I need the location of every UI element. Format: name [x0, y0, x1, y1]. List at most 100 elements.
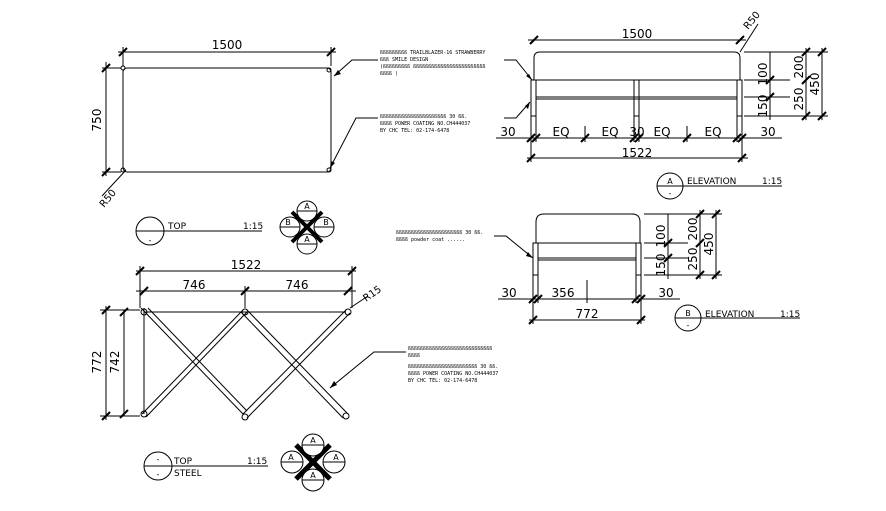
- bubble-dash: -: [687, 321, 690, 330]
- elevation-b: 100 150 200 250 450 30 356 30 772 ßßßßßß…: [396, 209, 722, 325]
- note-text: ßßßß ): [380, 71, 398, 77]
- dim-tick: [118, 47, 128, 57]
- top-keyplan: A B B A: [279, 200, 335, 255]
- dim-steel-772: 772: [90, 351, 104, 374]
- dim-tick: [101, 411, 111, 421]
- note-text: ßßßßßßßßßßßßßßßßßßßßßßßßßßßß: [408, 346, 492, 352]
- dim-tick: [629, 133, 639, 143]
- dim-tick: [765, 92, 775, 102]
- view-subtitle: STEEL: [174, 469, 202, 479]
- dim-elevB-100: 100: [654, 225, 668, 248]
- leg: [530, 79, 537, 117]
- dim-tick: [801, 47, 811, 57]
- steel-bar: [242, 309, 347, 415]
- dim-tick: [636, 315, 646, 325]
- arrowhead: [334, 70, 341, 76]
- dim-chain: 30: [500, 125, 515, 139]
- keyplan-letter: B: [285, 218, 291, 227]
- elevation-a-title: A - ELEVATION 1:15: [656, 172, 782, 200]
- corner-mark: [326, 67, 332, 73]
- top-view-title: - TOP 1:15: [135, 216, 263, 246]
- steel-bar: [246, 312, 351, 419]
- dim-tick: [528, 315, 538, 325]
- dim-tick: [695, 270, 705, 280]
- dim-tick: [682, 133, 692, 143]
- dim-elevB-30l: 30: [501, 286, 516, 300]
- dim-elevA-200: 200: [792, 56, 806, 79]
- dim-tick: [101, 63, 111, 73]
- dim-elevB-30r: 30: [658, 286, 673, 300]
- dim-elevB-total: 772: [576, 307, 599, 321]
- dim-elevA-total: 1522: [622, 146, 653, 160]
- note-text: ßßßß: [408, 353, 420, 359]
- dim-top-length: 1500: [212, 38, 243, 52]
- steel-bar: [245, 308, 349, 415]
- dim-tick: [711, 209, 721, 219]
- leader-line: [504, 101, 531, 119]
- dim-elevB-250: 250: [686, 248, 700, 271]
- steel-title: - - TOP STEEL 1:15: [143, 451, 268, 481]
- arrowhead: [525, 102, 530, 109]
- view-title: ELEVATION: [705, 310, 754, 320]
- keyplan-cross: [290, 210, 324, 244]
- dim-elevB-450: 450: [702, 233, 716, 256]
- joint: [241, 413, 249, 421]
- dim-elevB-150: 150: [654, 254, 668, 277]
- keyplan-letter: A: [288, 453, 294, 462]
- dim-tick: [737, 133, 747, 143]
- dim-top-radius: R50: [98, 188, 119, 210]
- bubble-letter: A: [667, 177, 673, 186]
- dim-chain: EQ: [601, 125, 618, 139]
- dim-tick: [101, 167, 111, 177]
- corner-mark: [326, 167, 332, 173]
- dim-tick: [135, 266, 145, 276]
- dim-tick: [817, 47, 827, 57]
- dim-steel-radius: R15: [361, 284, 383, 304]
- bubble-dash: -: [669, 189, 672, 198]
- dim-tick: [801, 75, 811, 85]
- bubble-letter: B: [685, 309, 691, 318]
- dim-tick: [663, 238, 673, 248]
- tabletop-profile: [533, 51, 741, 80]
- dim-elevA-length: 1500: [622, 27, 653, 41]
- dim-tick: [531, 133, 541, 143]
- dim-elevB-356: 356: [552, 286, 575, 300]
- note-text: ßßßßßßßßßßßßßßßßßßßßßß 30 ßß.: [396, 230, 483, 236]
- arrowhead: [526, 252, 533, 258]
- dim-tick: [737, 153, 747, 163]
- dim-tick: [101, 305, 111, 315]
- keyplan-letter: A: [304, 202, 310, 211]
- joint: [140, 308, 148, 316]
- dim-tick: [634, 133, 644, 143]
- steel-bar: [147, 307, 248, 412]
- dim-elevA-radius: R50: [742, 10, 763, 32]
- corner-mark: [120, 167, 126, 173]
- dim-tick: [526, 133, 536, 143]
- note-text: BY CHC TEL: 02-174-6478: [408, 378, 477, 384]
- corner-mark: [120, 65, 126, 71]
- dim-tick: [343, 286, 353, 296]
- leader-line: [101, 169, 127, 197]
- note-text: (ßßßßßßßßß ßßßßßßßßßßßßßßßßßßßßßßßß: [380, 64, 485, 70]
- dim-tick: [240, 286, 250, 296]
- leader-line: [329, 351, 406, 389]
- keyplan-letter: A: [310, 436, 316, 445]
- keyplan-letter: A: [310, 471, 316, 480]
- dim-tick: [732, 133, 742, 143]
- dim-tick: [695, 238, 705, 248]
- dim-steel-742: 742: [108, 351, 122, 374]
- note-text: ßßßßßßßßßßßßßßßßßßßßßß 30 ßß.: [380, 114, 467, 120]
- elevation-a: 1500 R50 100 150 200 250 450: [496, 10, 828, 163]
- leader-line: [349, 295, 369, 309]
- dim-tick: [636, 294, 646, 304]
- dim-steel-746a: 746: [183, 278, 206, 292]
- dim-steel-746b: 746: [286, 278, 309, 292]
- leader-line: [504, 59, 533, 81]
- keyplan-letter: A: [333, 453, 339, 462]
- dim-chain: EQ: [653, 125, 670, 139]
- view-scale: 1:15: [247, 457, 267, 467]
- leader-line: [329, 117, 378, 169]
- dim-elevA-100: 100: [756, 63, 770, 86]
- dim-tick: [580, 133, 590, 143]
